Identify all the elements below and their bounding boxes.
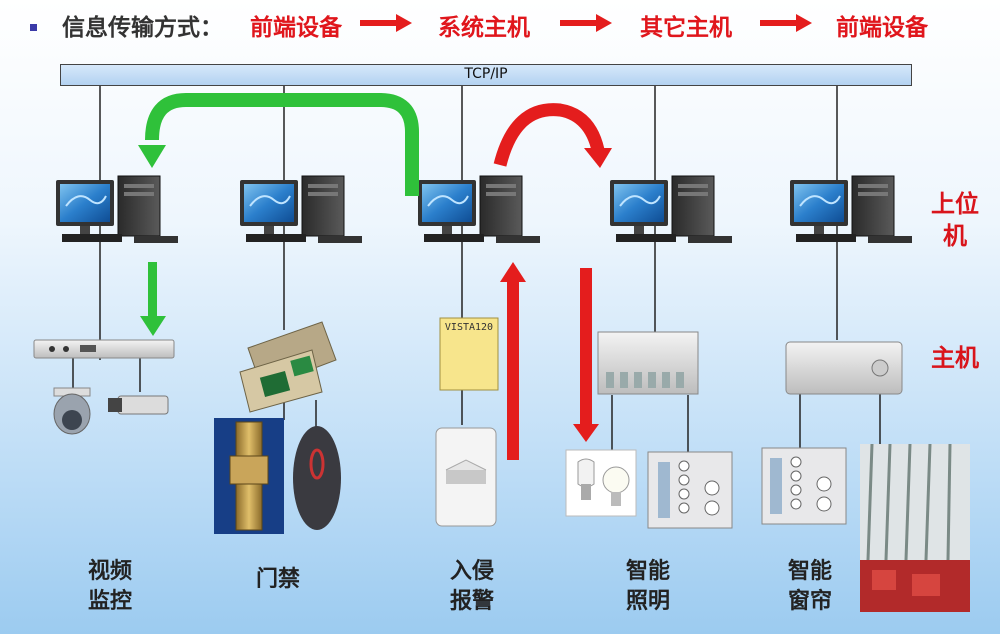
side-label-upper-line2: 机: [943, 221, 967, 250]
bullet-marker: [30, 24, 37, 31]
red-up-arrowhead: [500, 262, 526, 282]
card-reader: [293, 426, 341, 530]
workstation-intrusion: [417, 175, 541, 244]
workstation-lighting: [609, 175, 733, 244]
green-arrow-down-shaft: [148, 262, 157, 320]
red-curved-arrowhead: [584, 148, 612, 168]
header-label: 信息传输方式：: [62, 14, 223, 41]
side-label-host: 主机: [931, 343, 979, 372]
pir-motion-detector: [435, 427, 497, 527]
lighting-module: [597, 331, 699, 395]
green-arrowhead-down: [140, 316, 166, 336]
flow-step-4: 前端设备: [836, 14, 928, 41]
caption-smart-curtain: 智能 窗帘: [770, 556, 850, 616]
caption-line: 智能: [625, 558, 670, 584]
red-curved-arrow: [493, 103, 605, 167]
red-down-arrowhead: [573, 424, 599, 442]
vista-label: VISTA120: [444, 322, 494, 333]
caption-access-control: 门禁: [238, 564, 318, 594]
bus-drop-lines: [72, 86, 881, 452]
curtain-wall-keypad: [761, 447, 847, 525]
access-controller: [239, 321, 337, 413]
flow-step-3: 其它主机: [640, 14, 732, 41]
caption-line: 照明: [625, 588, 670, 614]
caption-smart-lighting: 智能 照明: [608, 556, 688, 616]
flow-step-2: 系统主机: [438, 14, 530, 41]
caption-line: 报警: [449, 588, 494, 614]
green-arrowhead-top: [138, 145, 166, 168]
tcp-ip-bus: TCP/IP: [60, 64, 912, 86]
vista-alarm-panel: [439, 317, 499, 391]
light-bulbs: [565, 449, 637, 517]
caption-line: 窗帘: [787, 588, 832, 614]
red-up-arrow-shaft: [507, 280, 519, 460]
box-camera: [108, 395, 169, 415]
caption-intrusion-alarm: 入侵 报警: [432, 556, 512, 616]
side-label-upper-computer: 上位 机: [920, 188, 990, 252]
flow-step-1: 前端设备: [250, 14, 342, 41]
workstation-access: [239, 175, 363, 244]
caption-line: 智能: [787, 558, 832, 584]
lighting-wall-keypad: [647, 451, 733, 529]
flow-arrow-1: [360, 14, 412, 32]
red-down-arrow-shaft: [580, 268, 592, 428]
header: 信息传输方式： 前端设备 系统主机 其它主机 前端设备: [0, 0, 1000, 50]
side-label-upper-line1: 上位: [931, 189, 979, 218]
curtain-module: [785, 341, 903, 395]
curtain-photo: [860, 443, 970, 612]
caption-line: 视频: [87, 558, 132, 584]
caption-line: 入侵: [449, 558, 494, 584]
caption-video-surveillance: 视频 监控: [70, 556, 150, 616]
workstation-curtain: [789, 175, 913, 244]
caption-line: 监控: [87, 588, 132, 614]
workstation-video: [55, 175, 179, 244]
caption-line: 门禁: [255, 566, 300, 592]
green-flow-arrow: [145, 93, 419, 196]
flow-arrow-2: [560, 14, 612, 32]
electric-lock: [214, 418, 284, 534]
dvr-recorder: [33, 339, 175, 359]
dome-camera: [53, 387, 91, 435]
flow-arrow-3: [760, 14, 812, 32]
